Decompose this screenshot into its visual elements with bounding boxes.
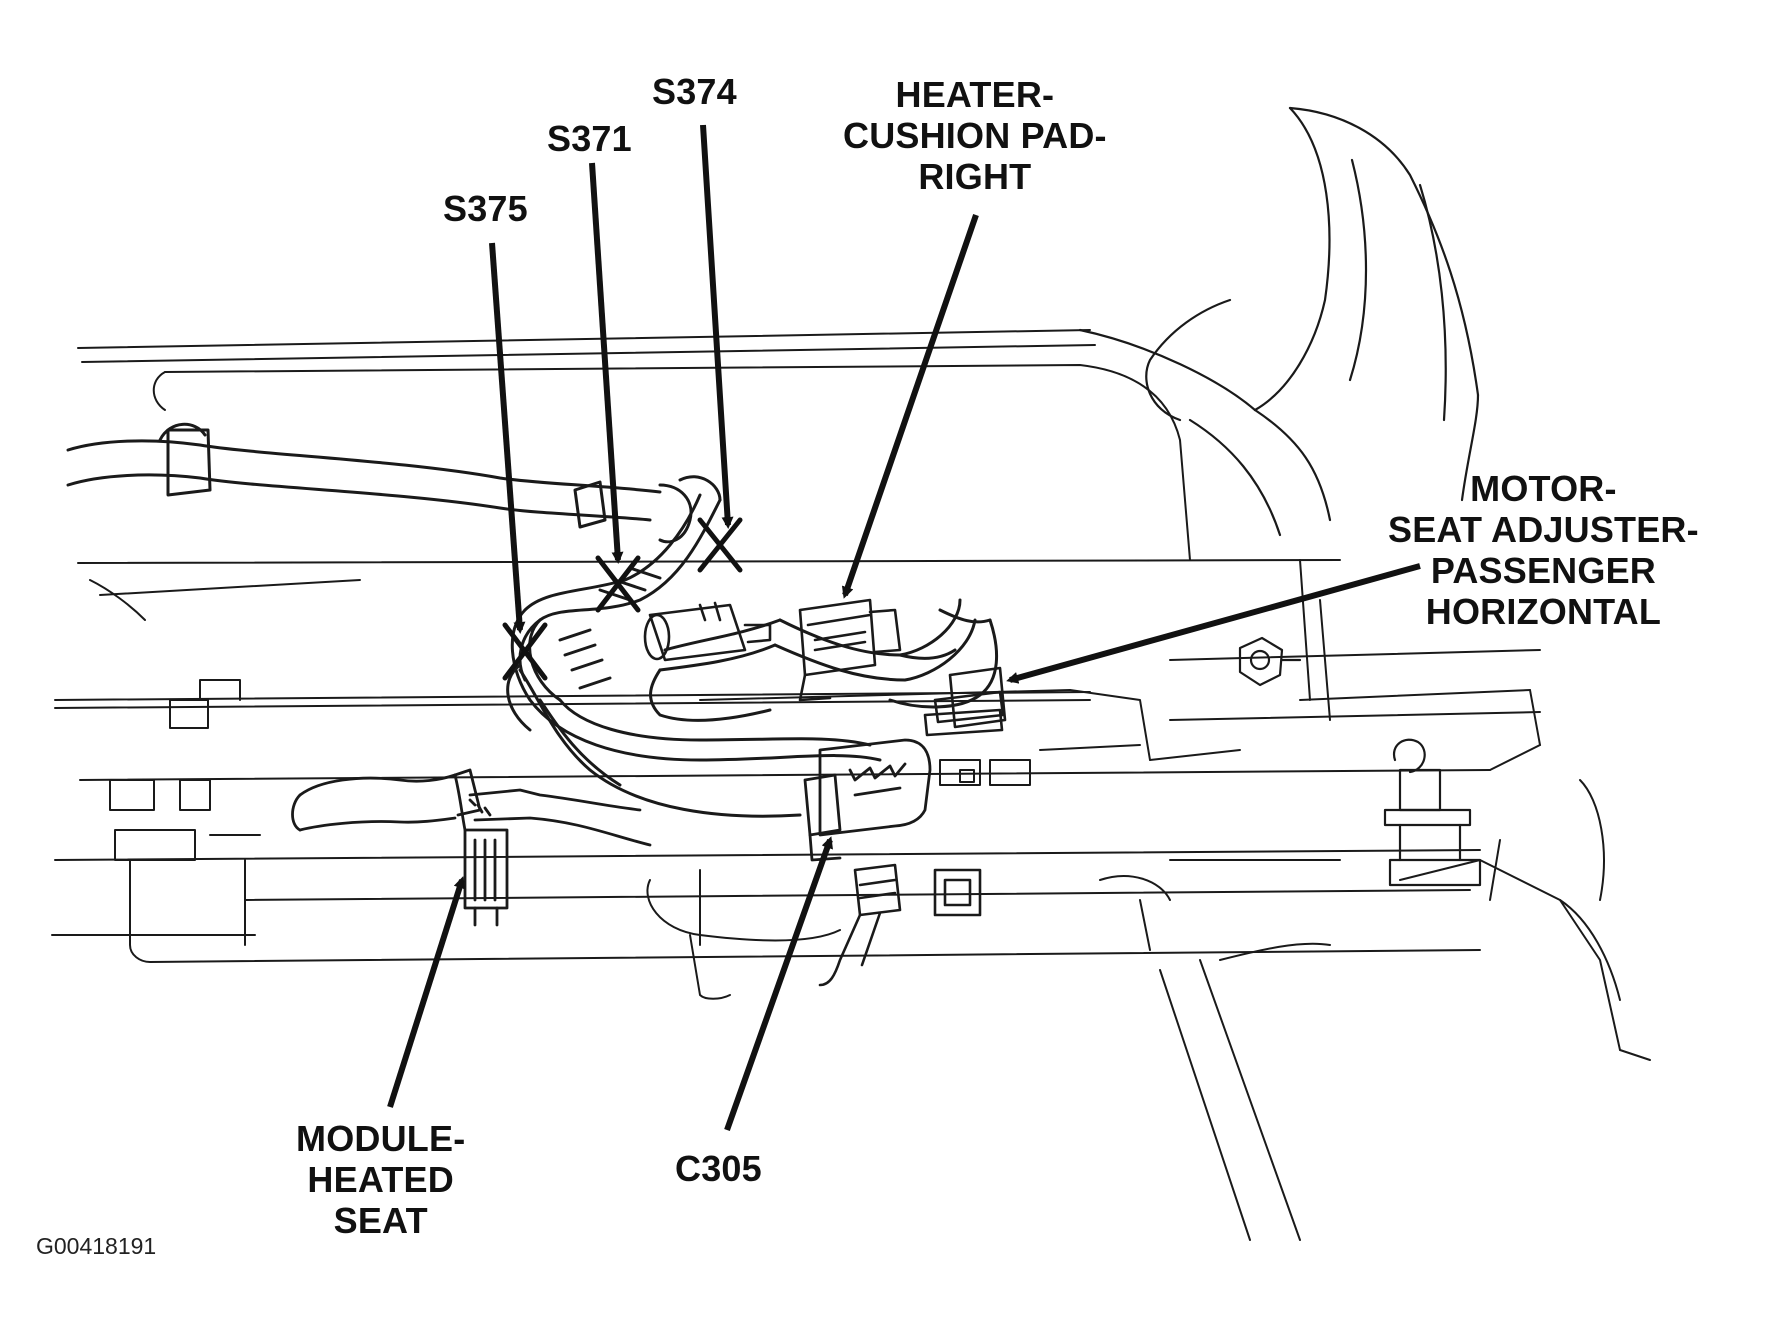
bolt-right — [1238, 636, 1302, 687]
label-s371: S371 — [547, 118, 632, 159]
motor-connector — [923, 666, 1007, 737]
splice-marker-s371 — [595, 555, 641, 613]
bracket-details-left — [109, 679, 261, 861]
arrow-motor-seat-adjuster — [1006, 563, 1421, 684]
c305-connector — [803, 738, 932, 862]
label-heater-cushion-pad-right: HEATER- CUSHION PAD- RIGHT — [843, 74, 1107, 197]
module-connector — [291, 768, 652, 927]
seat-frame-outline — [51, 329, 1541, 936]
bracket-right — [1383, 738, 1482, 887]
connector-cylinder — [643, 601, 772, 662]
heater-connector — [798, 598, 902, 702]
arrow-s371 — [589, 162, 624, 564]
figure-id: G00418191 — [36, 1233, 157, 1259]
arrow-heater-pad — [841, 214, 979, 599]
label-s374: S374 — [652, 71, 737, 112]
seat-track-outline — [129, 779, 1651, 1241]
arrow-s375 — [489, 242, 526, 634]
arrow-module-heated-seat — [387, 876, 466, 1108]
leader-arrows — [387, 124, 1421, 1132]
label-s375: S375 — [443, 188, 528, 229]
splice-marker-s374 — [697, 517, 743, 573]
main-harness-upper — [66, 422, 722, 544]
label-module-heated-seat: MODULE- HEATED SEAT — [296, 1118, 466, 1241]
lower-plug — [818, 863, 982, 987]
arrow-s374 — [700, 124, 734, 529]
label-c305: C305 — [675, 1148, 762, 1189]
splice-marker-s375 — [502, 622, 548, 681]
arrow-c305 — [724, 836, 833, 1132]
seat-back-outline — [1078, 106, 1480, 537]
label-motor-seat-adjuster: MOTOR- SEAT ADJUSTER- PASSENGER HORIZONT… — [1388, 468, 1699, 632]
misc-frame-details — [646, 689, 1241, 1000]
